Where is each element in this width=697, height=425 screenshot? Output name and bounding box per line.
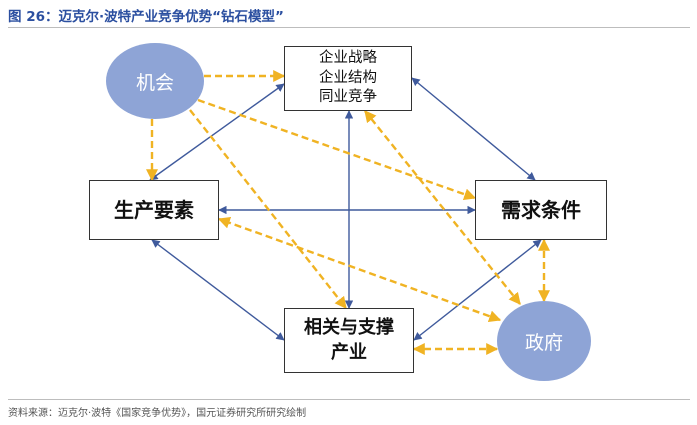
link-factors-related: [151, 239, 285, 341]
figure-title: 图 26：迈克尔·波特产业竞争优势“钻石模型”: [8, 9, 284, 25]
source-rule: [8, 399, 690, 400]
related-line-1: 相关与支撑: [304, 317, 394, 339]
chance-node: 机会: [106, 43, 204, 119]
link-strategy-factors: [149, 83, 285, 181]
link-strategy-demand: [411, 77, 536, 181]
strategy-structure-rivalry-box: 企业战略 企业结构 同业竞争: [284, 46, 412, 111]
related-line-2: 产业: [331, 341, 367, 363]
government-to-strategy: [364, 110, 521, 305]
chance-to-demand: [197, 98, 477, 201]
chance-label: 机会: [135, 71, 174, 94]
factor-conditions-box: 生产要素: [89, 180, 219, 240]
government-label: 政府: [524, 331, 563, 354]
title-rule: [8, 27, 690, 28]
government-node: 政府: [497, 301, 591, 381]
factor-conditions-label: 生产要素: [114, 197, 194, 222]
strategy-line-2: 企业结构: [319, 69, 377, 86]
related-supporting-industries-box: 相关与支撑 产业: [284, 308, 414, 373]
government-to-factors: [217, 217, 502, 322]
demand-conditions-label: 需求条件: [501, 197, 581, 222]
strategy-line-1: 企业战略: [319, 50, 377, 67]
source-note: 资料来源：迈克尔·波特《国家竞争优势》，国元证券研究所研究绘制: [8, 408, 307, 419]
demand-conditions-box: 需求条件: [475, 180, 607, 240]
strategy-line-3: 同业竞争: [319, 89, 377, 106]
